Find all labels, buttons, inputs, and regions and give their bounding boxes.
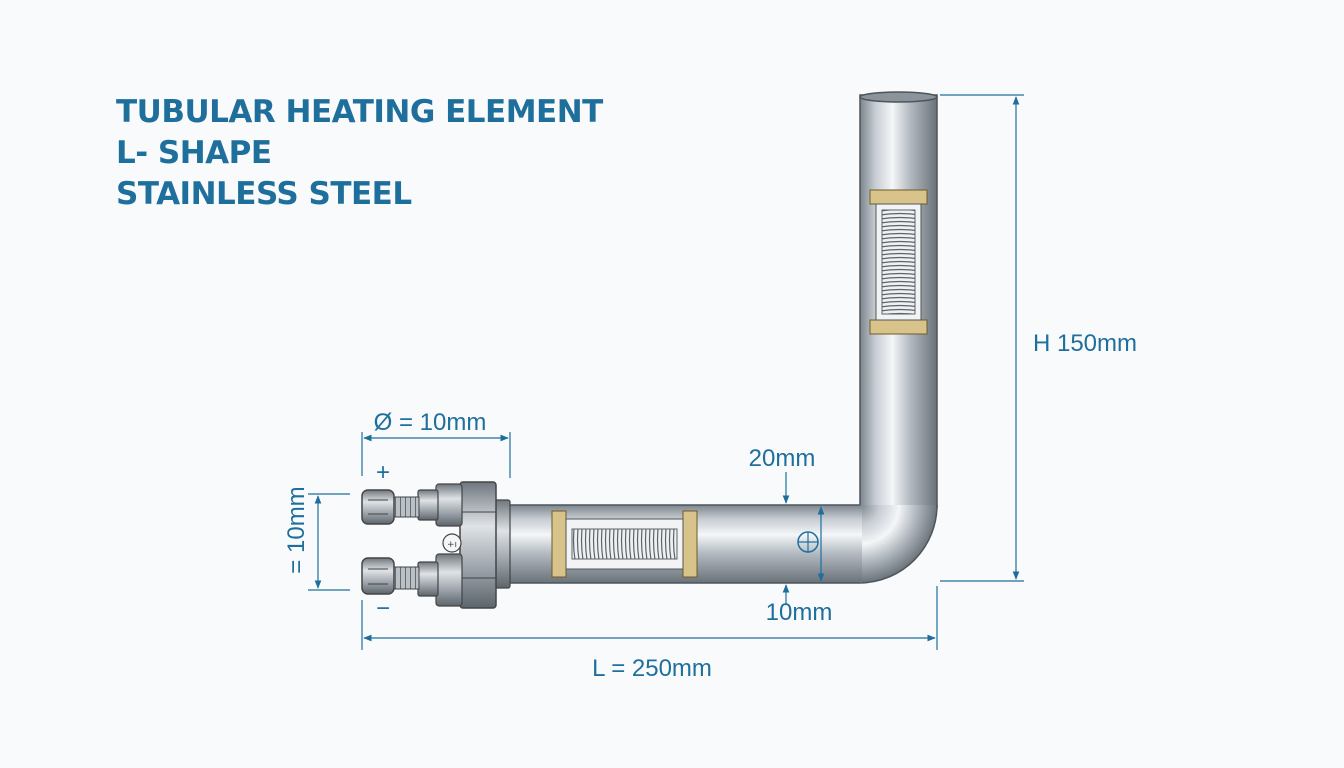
- diameter-label: Ø = 10mm: [374, 409, 487, 436]
- title-line-3: STAINLESS STEEL: [116, 176, 412, 212]
- svg-text:+ı: +ı: [447, 540, 457, 550]
- positive-terminal: [361, 483, 463, 527]
- diagram-title: TUBULAR HEATING ELEMENT L- SHAPE STAINLE…: [116, 92, 603, 215]
- negative-terminal: [361, 553, 463, 607]
- diameter-dimension: [361, 432, 511, 478]
- height-label: H 150mm: [1033, 330, 1137, 357]
- wall-thickness-dimension: [782, 472, 825, 604]
- terminal-spacing-dimension: [308, 493, 350, 591]
- length-dimension: [361, 586, 938, 650]
- vertical-coil: [881, 209, 916, 315]
- title-line-2: L- SHAPE: [116, 135, 272, 171]
- positive-label: +: [376, 459, 390, 486]
- horizontal-cutaway: [551, 510, 698, 578]
- hex-fitting: +ı: [442, 481, 511, 609]
- tube-top-end: [859, 91, 938, 103]
- horizontal-coil: [571, 528, 678, 560]
- center-mark-icon: [797, 531, 819, 553]
- length-label: L = 250mm: [592, 655, 712, 682]
- terminal-spacing-label: = 10mm: [283, 486, 310, 573]
- wall-bottom-label: 10mm: [766, 599, 833, 626]
- fitting-label-icon: [442, 533, 462, 553]
- height-dimension: [940, 94, 1024, 582]
- negative-label: −: [376, 595, 390, 622]
- title-line-1: TUBULAR HEATING ELEMENT: [116, 94, 603, 130]
- vertical-cutaway: [869, 189, 928, 335]
- vertical-tube: [859, 94, 938, 508]
- wall-top-label: 20mm: [749, 445, 816, 472]
- tube-elbow: [860, 505, 937, 583]
